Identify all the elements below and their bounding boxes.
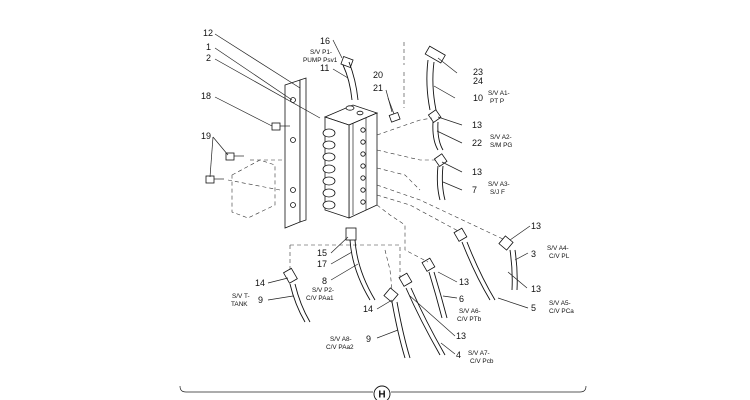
callout-2: 2 xyxy=(206,53,211,63)
bolt-20-21 xyxy=(387,97,401,123)
callout-8: 8 xyxy=(322,276,327,286)
part-callouts: 12 1 2 18 19 16 11 20 21 23 24 10 13 22 … xyxy=(201,28,541,360)
callout-1: 1 xyxy=(206,42,211,52)
callout-24: 24 xyxy=(473,76,483,86)
hose-routing-lines xyxy=(227,42,506,291)
callout-5: 5 xyxy=(531,303,536,313)
label-a8-line2: C/V PAa2 xyxy=(326,344,354,351)
label-p1-line1: S/V P1- xyxy=(310,49,332,56)
hose-p2 xyxy=(345,227,376,301)
label-a7-line1: S/V A7- xyxy=(468,350,490,357)
callout-11: 11 xyxy=(320,63,329,73)
section-marker-circle xyxy=(373,385,391,400)
hose-a7 xyxy=(398,272,446,356)
callout-13-a7: 13 xyxy=(456,331,466,341)
label-tank-line1: S/V T- xyxy=(232,293,250,300)
callout-17: 17 xyxy=(317,259,327,269)
hose-a2 xyxy=(427,109,444,151)
label-p1-line2: PUMP Psv1 xyxy=(303,57,338,64)
mounting-plate xyxy=(231,159,276,219)
label-a3-line1: S/V A3- xyxy=(488,181,510,188)
section-bracket: H xyxy=(179,385,587,400)
callout-20: 20 xyxy=(373,70,383,80)
section-marker-label: H xyxy=(378,390,385,400)
callout-10: 10 xyxy=(473,93,483,103)
bolt-19-lower xyxy=(205,175,224,184)
bolt-18 xyxy=(271,122,290,131)
callout-13-a4: 13 xyxy=(531,221,541,231)
callout-16: 16 xyxy=(320,36,330,46)
callout-15: 15 xyxy=(317,248,327,258)
callout-3: 3 xyxy=(531,249,536,259)
callout-9-a8: 9 xyxy=(366,334,371,344)
callout-12: 12 xyxy=(203,28,213,38)
callout-14-a8: 14 xyxy=(363,304,373,314)
label-a8-line1: S/V A8- xyxy=(330,336,352,343)
callout-13-a5: 13 xyxy=(531,284,541,294)
bolt-19-upper xyxy=(225,152,244,161)
callout-7: 7 xyxy=(472,185,477,195)
label-a5-line1: S/V A5- xyxy=(549,300,571,307)
callout-13-a2: 13 xyxy=(472,120,482,130)
label-a3-line2: S/J F xyxy=(490,189,505,196)
label-a1-line2: PT P xyxy=(490,98,504,105)
label-a7-line2: C/V Pcb xyxy=(470,358,494,365)
label-a6-line1: S/V A6- xyxy=(459,308,481,315)
callout-21: 21 xyxy=(373,83,383,93)
hose-tank xyxy=(282,267,311,323)
callout-14-tank: 14 xyxy=(255,278,265,288)
callout-19: 19 xyxy=(201,131,211,141)
label-p2-line1: S/V P2- xyxy=(312,287,334,294)
label-a2-line2: S/M PG xyxy=(490,142,512,149)
mounting-bracket xyxy=(284,77,307,229)
hose-a1 xyxy=(424,45,446,111)
callout-18: 18 xyxy=(201,91,211,101)
label-a1-line1: S/V A1- xyxy=(488,90,510,97)
label-a6-line2: C/V PTb xyxy=(457,316,482,323)
port-labels: S/V P1- PUMP Psv1 S/V A1- PT P S/V A2- S… xyxy=(231,49,574,365)
callout-13-a6: 13 xyxy=(459,277,469,287)
label-a5-line2: C/V PCa xyxy=(549,308,574,315)
label-a2-line1: S/V A2- xyxy=(490,134,512,141)
label-a4-line2: C/V PL xyxy=(549,253,570,260)
label-a4-line1: S/V A4- xyxy=(547,245,569,252)
solenoid-coils xyxy=(322,127,366,210)
callout-23: 23 xyxy=(473,67,483,77)
callout-9-tank: 9 xyxy=(258,295,263,305)
hose-a5 xyxy=(453,227,496,301)
valve-manifold-block xyxy=(323,104,379,219)
leader-lines xyxy=(209,33,531,355)
callout-6: 6 xyxy=(459,294,464,304)
hose-a4 xyxy=(498,235,518,291)
callout-22: 22 xyxy=(472,138,482,148)
hose-a8 xyxy=(383,287,411,359)
hose-p1 xyxy=(340,56,359,101)
callout-13-a3: 13 xyxy=(472,167,482,177)
label-p2-line2: C/V PAa1 xyxy=(306,295,334,302)
hose-a3 xyxy=(433,153,448,201)
label-tank-line2: TANK xyxy=(231,301,248,308)
hose-a6 xyxy=(421,257,448,319)
callout-4: 4 xyxy=(456,350,461,360)
